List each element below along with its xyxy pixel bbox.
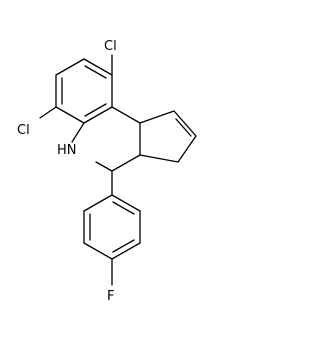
- atom-label-cl-top: Cl: [104, 39, 117, 54]
- atom-label-f: F: [107, 289, 114, 304]
- fluorophenyl-ring: [83, 194, 141, 260]
- tetrahydroquinoline-ring: [71, 106, 141, 172]
- atom-label-nh: HN: [57, 143, 77, 158]
- atom-label-cl-left: Cl: [17, 123, 30, 138]
- cyclopentene-ring: [139, 110, 197, 163]
- cl-left-bond: [39, 106, 57, 119]
- dichlorobenzene-ring: [55, 58, 113, 124]
- molecule-structure: Cl Cl HN F: [17, 39, 197, 304]
